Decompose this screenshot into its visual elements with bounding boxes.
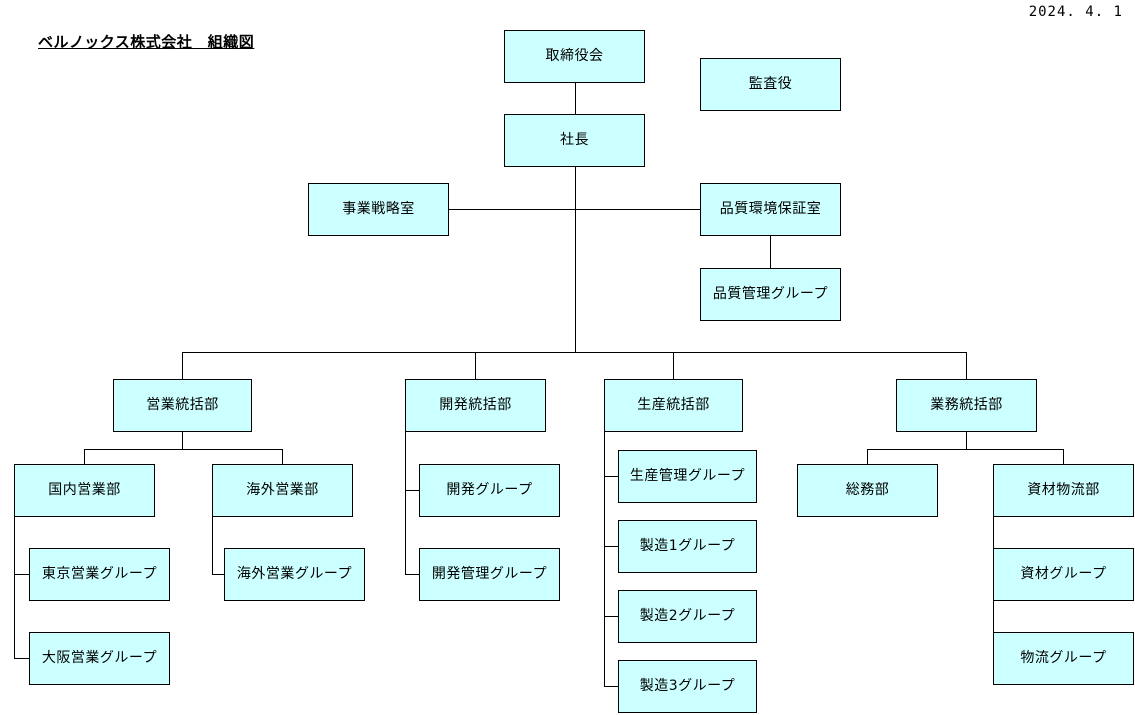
node-development-division-label: 開発統括部 xyxy=(439,397,512,414)
node-strategy-office[interactable]: 事業戦略室 xyxy=(308,183,449,236)
connector-quality-office-to-group xyxy=(770,236,771,268)
connector-stub-dev-mgmt-group xyxy=(405,574,419,575)
node-development-group-label: 開発グループ xyxy=(446,482,533,499)
node-materials-logistics-dept-label: 資材物流部 xyxy=(1027,482,1100,499)
node-administration-division[interactable]: 業務統括部 xyxy=(896,379,1037,432)
node-production-management-group-label: 生産管理グループ xyxy=(629,468,746,485)
node-materials-group[interactable]: 資材グループ xyxy=(993,548,1134,601)
node-quality-env-office-label: 品質環境保証室 xyxy=(719,201,822,218)
node-manufacturing-2-group[interactable]: 製造2グループ xyxy=(618,590,757,643)
connector-stub-mfg3-group xyxy=(604,686,618,687)
connector-overseas-spine xyxy=(212,517,213,574)
connector-president-spine-main xyxy=(575,167,576,352)
connector-admin-children-bus xyxy=(867,449,1064,450)
chart-date: 2024. 4. 1 xyxy=(1028,4,1123,20)
connector-to-overseas-sales xyxy=(282,449,283,464)
connector-to-domestic-sales xyxy=(84,449,85,464)
connector-bus-to-sales-div xyxy=(182,352,183,379)
node-domestic-sales-dept-label: 国内営業部 xyxy=(48,482,121,499)
node-sales-division-label: 営業統括部 xyxy=(146,397,219,414)
connector-dev-spine xyxy=(405,432,406,574)
connector-to-general-affairs xyxy=(867,449,868,464)
node-tokyo-sales-group[interactable]: 東京営業グループ xyxy=(29,548,170,601)
node-overseas-sales-group-label: 海外営業グループ xyxy=(236,566,353,583)
node-overseas-sales-dept-label: 海外営業部 xyxy=(246,482,319,499)
node-osaka-sales-group-label: 大阪営業グループ xyxy=(41,650,158,667)
connector-stub-tokyo-group xyxy=(14,574,29,575)
node-tokyo-sales-group-label: 東京営業グループ xyxy=(41,566,158,583)
node-quality-env-office[interactable]: 品質環境保証室 xyxy=(700,183,841,236)
node-board[interactable]: 取締役会 xyxy=(504,30,645,83)
node-development-division[interactable]: 開発統括部 xyxy=(405,379,546,432)
connector-staff-bus-horizontal xyxy=(449,209,700,210)
connector-prod-spine xyxy=(604,432,605,687)
node-board-label: 取締役会 xyxy=(545,48,604,65)
node-general-affairs-dept[interactable]: 総務部 xyxy=(797,464,938,517)
connector-board-to-president xyxy=(575,83,576,114)
node-materials-group-label: 資材グループ xyxy=(1020,566,1107,583)
node-general-affairs-dept-label: 総務部 xyxy=(845,482,890,499)
node-administration-division-label: 業務統括部 xyxy=(930,397,1003,414)
node-president[interactable]: 社長 xyxy=(504,114,645,167)
node-overseas-sales-group[interactable]: 海外営業グループ xyxy=(224,548,365,601)
connector-domestic-spine xyxy=(14,517,15,658)
connector-stub-overseas-group xyxy=(212,574,224,575)
node-production-management-group[interactable]: 生産管理グループ xyxy=(618,450,757,503)
node-manufacturing-2-group-label: 製造2グループ xyxy=(639,608,736,625)
node-manufacturing-3-group[interactable]: 製造3グループ xyxy=(618,660,757,713)
node-development-management-group[interactable]: 開発管理グループ xyxy=(419,548,560,601)
page-title: ベルノックス株式会社 組織図 xyxy=(38,33,255,51)
connector-stub-osaka-group xyxy=(14,658,29,659)
connector-admin-div-drop xyxy=(966,432,967,449)
connector-stub-mfg2-group xyxy=(604,616,618,617)
node-logistics-group-label: 物流グループ xyxy=(1020,650,1107,667)
connector-to-materials-logistics xyxy=(1063,449,1064,464)
node-production-division-label: 生産統括部 xyxy=(637,397,710,414)
connector-bus-to-prod-div xyxy=(673,352,674,379)
connector-stub-mfg1-group xyxy=(604,546,618,547)
node-president-label: 社長 xyxy=(560,132,589,149)
node-materials-logistics-dept[interactable]: 資材物流部 xyxy=(993,464,1134,517)
node-overseas-sales-dept[interactable]: 海外営業部 xyxy=(212,464,353,517)
node-auditor[interactable]: 監査役 xyxy=(700,58,841,111)
connector-bus-to-dev-div xyxy=(475,352,476,379)
node-manufacturing-1-group-label: 製造1グループ xyxy=(639,538,736,555)
node-development-group[interactable]: 開発グループ xyxy=(419,464,560,517)
node-osaka-sales-group[interactable]: 大阪営業グループ xyxy=(29,632,170,685)
node-sales-division[interactable]: 営業統括部 xyxy=(113,379,252,432)
node-manufacturing-3-group-label: 製造3グループ xyxy=(639,678,736,695)
node-production-division[interactable]: 生産統括部 xyxy=(604,379,743,432)
connector-sales-children-bus xyxy=(84,449,282,450)
connector-bus-to-admin-div xyxy=(966,352,967,379)
node-manufacturing-1-group[interactable]: 製造1グループ xyxy=(618,520,757,573)
node-domestic-sales-dept[interactable]: 国内営業部 xyxy=(14,464,155,517)
connector-division-bus-horizontal xyxy=(182,352,967,353)
node-quality-control-group[interactable]: 品質管理グループ xyxy=(700,268,841,321)
node-strategy-office-label: 事業戦略室 xyxy=(342,201,415,218)
node-auditor-label: 監査役 xyxy=(748,76,793,93)
node-development-management-group-label: 開発管理グループ xyxy=(431,566,548,583)
connector-stub-prod-mgmt-group xyxy=(604,476,618,477)
node-quality-control-group-label: 品質管理グループ xyxy=(712,286,829,303)
connector-stub-dev-group xyxy=(405,490,419,491)
connector-sales-div-drop xyxy=(182,432,183,449)
node-logistics-group[interactable]: 物流グループ xyxy=(993,632,1134,685)
